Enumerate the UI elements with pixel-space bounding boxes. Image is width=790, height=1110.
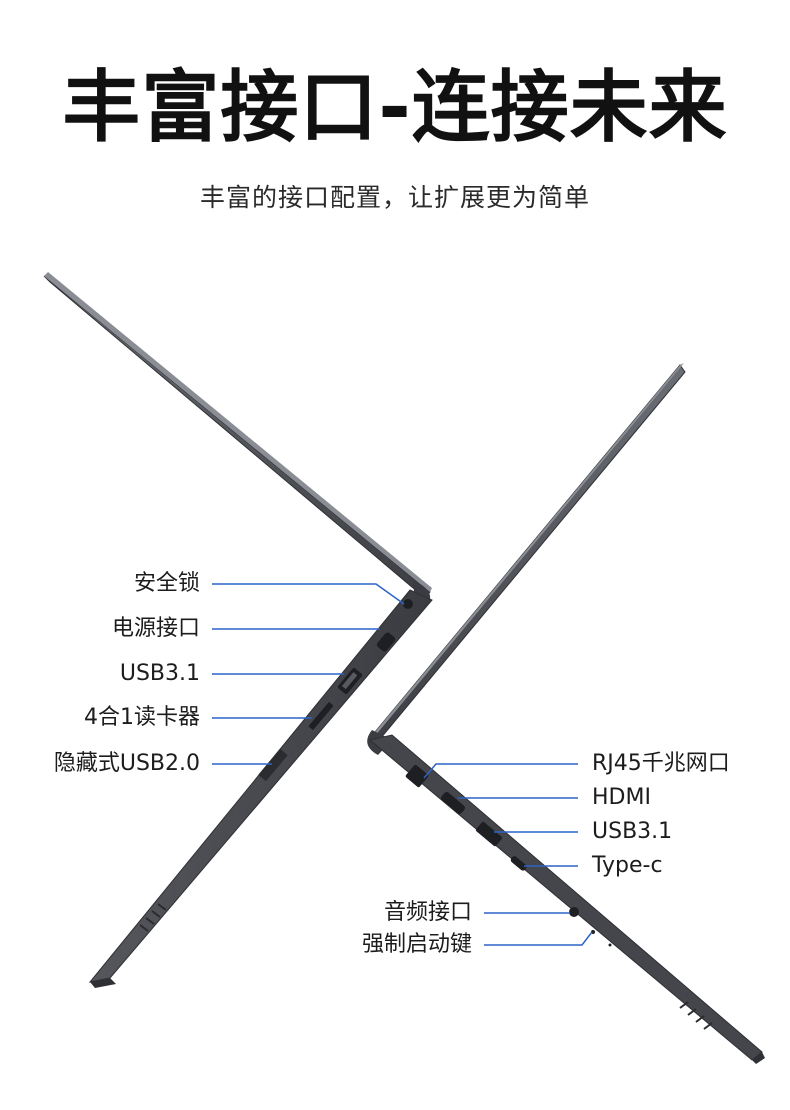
rj45-port — [405, 764, 429, 788]
right-laptop-lid — [369, 364, 686, 746]
left-laptop-lid — [43, 275, 431, 599]
label-usb31-left: USB3.1 — [119, 661, 200, 686]
left-laptop — [43, 272, 433, 988]
hdmi-port — [441, 792, 465, 814]
leader-rj45 — [423, 763, 578, 779]
label-security-lock: 安全锁 — [133, 571, 200, 596]
right-laptop-base — [368, 734, 763, 1061]
hidden-usb20-port — [258, 749, 288, 781]
page-subtitle: 丰富的接口配置，让扩展更为简单 — [199, 183, 590, 212]
security-lock-slot — [403, 599, 413, 609]
label-force-restart: 强制启动键 — [361, 932, 472, 957]
label-usb31-right: USB3.1 — [592, 819, 673, 844]
right-laptop — [367, 363, 765, 1064]
page-title: 丰富接口-连接未来 — [62, 63, 728, 153]
left-leader-lines — [212, 583, 405, 765]
usb31-port-right — [476, 821, 502, 847]
power-port — [376, 632, 396, 652]
bottom-leader-lines — [484, 912, 593, 946]
label-power-port: 电源接口 — [111, 616, 200, 641]
label-card-reader: 4合1读卡器 — [84, 705, 200, 730]
left-vent-lines — [139, 903, 167, 932]
leader-security-lock — [212, 583, 405, 605]
label-type-c: Type-c — [592, 853, 663, 878]
right-leader-lines — [423, 763, 578, 867]
type-c-port — [510, 856, 527, 871]
label-hdmi: HDMI — [592, 785, 651, 810]
label-hidden-usb20: 隐藏式USB2.0 — [53, 751, 200, 776]
audio-jack — [569, 907, 579, 917]
leader-force-restart — [484, 931, 593, 946]
card-reader-slot — [308, 702, 334, 730]
label-rj45: RJ45千兆网口 — [592, 751, 730, 776]
label-audio-jack: 音频接口 — [383, 900, 472, 925]
right-vent-lines — [679, 1001, 713, 1030]
